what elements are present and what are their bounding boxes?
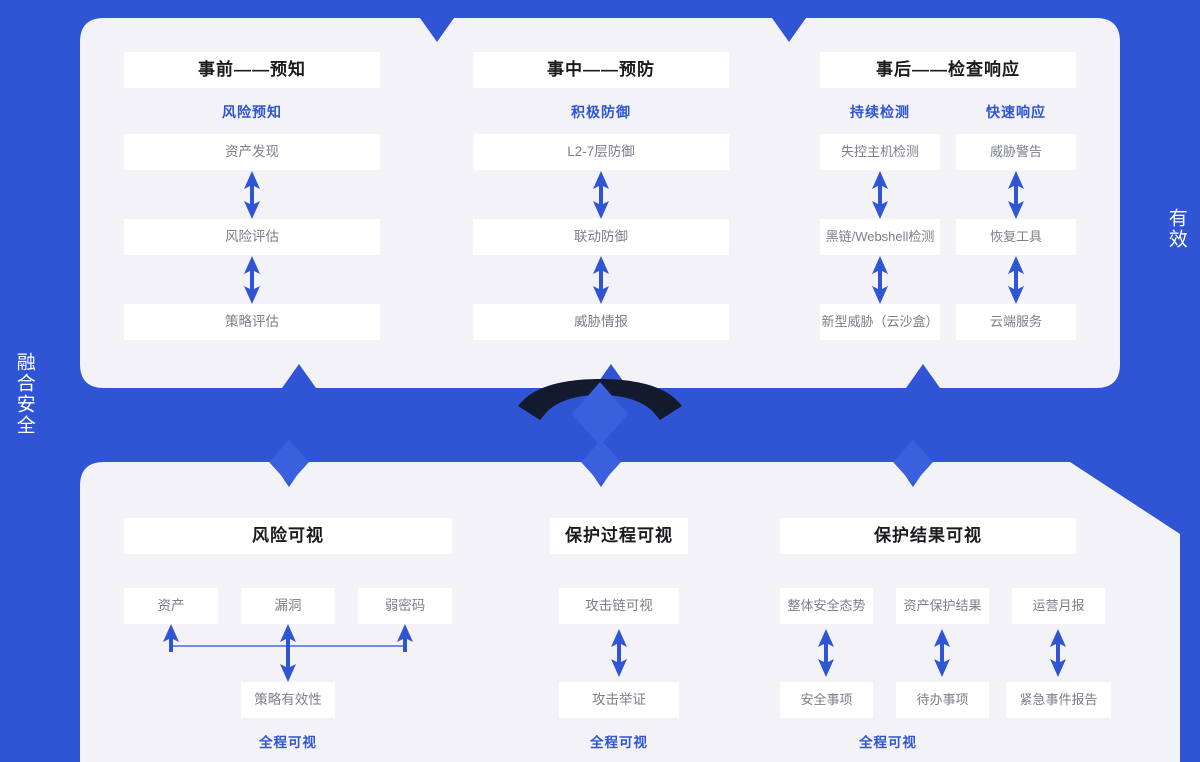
top-column-3-group-1: 持续检测 失控主机检测 黑链/Webshell检测 — [820, 88, 940, 340]
node-cell[interactable]: 运营月报 — [1012, 588, 1105, 624]
node-cell[interactable]: 整体安全态势 — [780, 588, 873, 624]
node-cell[interactable]: 资产 — [124, 588, 218, 624]
section-title: 事前——预知 — [124, 52, 380, 88]
node-cell[interactable]: L2-7层防御 — [473, 134, 729, 170]
node-cell[interactable]: 安全事项 — [780, 682, 873, 718]
node-cell[interactable]: 黑链/Webshell检测 — [820, 219, 940, 255]
double-arrow-icon — [820, 170, 940, 219]
node-cell[interactable]: 待办事项 — [896, 682, 989, 718]
node-cell[interactable]: 紧急事件报告 — [1006, 682, 1111, 718]
double-arrow-icon — [1050, 629, 1066, 677]
section-title: 事中——预防 — [473, 52, 729, 88]
group-subtitle: 风险预知 — [222, 104, 282, 120]
top-column-2: 事中——预防 积极防御 L2-7层防御 联动防御 威胁情报 — [473, 52, 729, 340]
double-arrow-icon — [124, 255, 380, 304]
top-column-3-group-2: 快速响应 威胁警告 恢复工具 — [956, 88, 1076, 340]
navy-arc-fill — [518, 381, 682, 420]
double-arrow-icon — [473, 255, 729, 304]
bottom-column-3: 保护结果可视 整体安全态势 安全事项 资产保护结果 待办事项 运营月报 — [780, 518, 1111, 751]
double-arrow-icon — [820, 255, 940, 304]
band-diamond-mid — [581, 440, 621, 484]
node-cell[interactable]: 弱密码 — [358, 588, 452, 624]
node-cell[interactable]: 攻击举证 — [559, 682, 679, 718]
footer-note: 全程可视 — [590, 735, 648, 750]
top-column-1: 事前——预知 风险预知 资产发现 风险评估 策略评估 — [124, 52, 380, 340]
top-column-3: 事后——检查响应 持续检测 失控主机检测 黑链/Webshell检测 — [820, 52, 1076, 340]
node-cell[interactable]: 威胁情报 — [473, 304, 729, 340]
group-subtitle: 持续检测 — [850, 104, 910, 120]
section-title: 保护过程可视 — [550, 518, 688, 554]
section-title: 保护结果可视 — [780, 518, 1076, 554]
node-cell[interactable]: 联动防御 — [473, 219, 729, 255]
footer-note: 全程可视 — [859, 735, 917, 750]
footer-note: 全程可视 — [259, 735, 317, 750]
bottom-column-2: 保护过程可视 攻击链可视 攻击举证 全程可视 — [550, 518, 688, 751]
node-cell[interactable]: 威胁警告 — [956, 134, 1076, 170]
left-vertical-label: 融合安全 — [13, 352, 35, 436]
node-cell[interactable]: 策略有效性 — [241, 682, 335, 718]
node-cell[interactable]: 漏洞 — [241, 588, 335, 624]
node-cell[interactable]: 云端服务 — [956, 304, 1076, 340]
node-cell[interactable]: 风险评估 — [124, 219, 380, 255]
center-diamond — [572, 382, 628, 446]
node-cell[interactable]: 资产保护结果 — [896, 588, 989, 624]
double-arrow-icon — [818, 629, 834, 677]
right-vertical-label: 有效 — [1165, 208, 1187, 250]
section-title: 风险可视 — [124, 518, 452, 554]
section-title: 事后——检查响应 — [820, 52, 1076, 88]
group-subtitle: 积极防御 — [571, 104, 631, 120]
double-arrow-icon — [956, 170, 1076, 219]
double-arrow-icon — [956, 255, 1076, 304]
node-cell[interactable]: 策略评估 — [124, 304, 380, 340]
band-diamond-left — [269, 440, 309, 484]
node-cell[interactable]: 恢复工具 — [956, 219, 1076, 255]
fan-connector-arrows — [163, 624, 413, 682]
node-cell[interactable]: 新型威胁（云沙盒） — [820, 304, 940, 340]
double-arrow-icon — [473, 170, 729, 219]
node-cell[interactable]: 攻击链可视 — [559, 588, 679, 624]
top-panel: 事前——预知 风险预知 资产发现 风险评估 策略评估 事中——预防 积极防御 — [80, 18, 1120, 388]
bottom-column-1: 风险可视 资产 漏洞 弱密码 策略有效性 全程可视 — [124, 518, 452, 751]
band-diamond-right — [893, 440, 933, 484]
group-subtitle: 快速响应 — [986, 104, 1046, 120]
double-arrow-icon — [611, 629, 627, 677]
double-arrow-icon — [934, 629, 950, 677]
node-cell[interactable]: 资产发现 — [124, 134, 380, 170]
double-arrow-icon — [124, 170, 380, 219]
node-cell[interactable]: 失控主机检测 — [820, 134, 940, 170]
bottom-panel: 风险可视 资产 漏洞 弱密码 策略有效性 全程可视 保护过程可视 — [80, 462, 1120, 762]
